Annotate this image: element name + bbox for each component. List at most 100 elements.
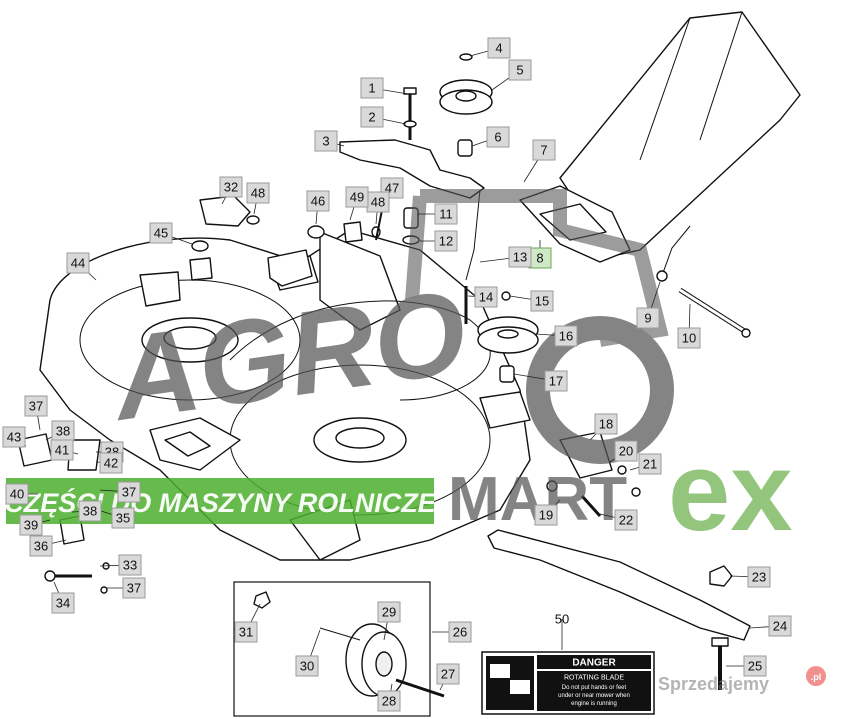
- callout-box: [219, 176, 243, 198]
- callout-number: 49: [350, 190, 364, 205]
- callout-35: 35: [97, 507, 135, 529]
- callout-number: 15: [535, 294, 549, 309]
- callout-box: [24, 395, 48, 417]
- callout-number: 21: [643, 457, 657, 472]
- callout-box: [434, 230, 458, 252]
- callout-30: 30: [295, 629, 321, 677]
- callout-number: 12: [439, 234, 453, 249]
- site-badge-icon: [806, 666, 826, 686]
- banner-text: CZĘŚCI DO MASZYNY ROLNICZE: [4, 487, 437, 518]
- callout-9: 9: [636, 281, 661, 329]
- banner-watermark: CZĘŚCI DO MASZYNY ROLNICZE: [4, 478, 437, 524]
- callout-box: [50, 439, 74, 461]
- callout-26: 26: [432, 621, 472, 643]
- callout-44: 44: [66, 252, 97, 281]
- callout-box: [29, 535, 53, 557]
- callout-25: 25: [726, 655, 767, 677]
- callout-6: 6: [471, 126, 510, 148]
- callout-number: 39: [24, 518, 38, 533]
- callout-number: 25: [748, 659, 762, 674]
- callout-number: 14: [479, 290, 493, 305]
- callout-7: 7: [523, 139, 556, 183]
- callout-13: 13: [479, 246, 532, 268]
- callout-box: [111, 507, 135, 529]
- callout-box: [747, 566, 771, 588]
- callout-number: 35: [116, 511, 130, 526]
- callout-number: 26: [453, 625, 467, 640]
- callout-41: 41: [50, 439, 79, 461]
- callout-box: [554, 325, 578, 347]
- decal-line3: under or near mower when: [558, 693, 630, 699]
- callout-33: 33: [99, 554, 142, 576]
- callout-28: 28: [377, 683, 401, 712]
- callout-48: 48: [246, 182, 270, 215]
- callout-37: 37: [99, 481, 141, 503]
- callout-box: [508, 246, 532, 268]
- callout-box: [532, 139, 556, 161]
- callout-37: 37: [106, 577, 146, 599]
- callout-number: 18: [599, 417, 613, 432]
- callout-number: 23: [752, 570, 766, 585]
- callout-number: 5: [516, 63, 523, 78]
- callout-32: 32: [219, 176, 243, 205]
- decal-line2: Do not put hands or feet: [562, 685, 627, 691]
- callout-number: 3: [322, 134, 329, 149]
- callout-box: [19, 514, 43, 536]
- callout-box: [768, 615, 792, 637]
- callout-48: 48: [366, 191, 390, 225]
- callout-12: 12: [420, 230, 458, 252]
- rod-and-spring: [656, 225, 751, 338]
- callout-box: [638, 453, 662, 475]
- callout-number: 31: [239, 625, 253, 640]
- callout-box: [99, 452, 123, 474]
- callout-19: 19: [534, 499, 561, 526]
- danger-decal: DANGER ROTATING BLADE Do not put hands o…: [481, 651, 655, 715]
- callout-36: 36: [29, 535, 67, 557]
- callout-5: 5: [491, 59, 532, 91]
- callout-number: 45: [154, 226, 168, 241]
- callout-38: 38: [71, 500, 102, 522]
- callout-box: [486, 126, 510, 148]
- callout-box: [345, 186, 369, 208]
- callout-10: 10: [677, 303, 701, 349]
- baffle: [487, 529, 751, 690]
- decal-heading: DANGER: [572, 658, 616, 669]
- callout-number: 38: [56, 424, 70, 439]
- callout-15: 15: [509, 290, 554, 312]
- site-badge: .pl: [811, 672, 822, 682]
- callout-box: [743, 655, 767, 677]
- callout-box: [122, 577, 146, 599]
- callout-number: 40: [10, 487, 24, 502]
- callout-number: 48: [251, 186, 265, 201]
- callout-number: 19: [539, 508, 553, 523]
- callout-23: 23: [729, 566, 771, 588]
- callout-42: 42: [95, 452, 123, 474]
- callout-46: 46: [306, 190, 330, 225]
- callout-box: [118, 554, 142, 576]
- callout-38: 38: [45, 420, 75, 442]
- callout-number: 10: [682, 331, 696, 346]
- callout-number: 50: [555, 612, 569, 627]
- callout-box: [614, 440, 638, 462]
- callout-39: 39: [19, 514, 51, 536]
- callout-2: 2: [360, 106, 407, 128]
- callout-number: 37: [127, 581, 141, 596]
- site-name: Sprzedajemy: [658, 674, 769, 694]
- callout-number: 28: [382, 694, 396, 709]
- callout-box: [360, 77, 384, 99]
- callout-40: 40: [5, 483, 38, 505]
- callout-box: [614, 509, 638, 531]
- callout-number: 42: [104, 456, 118, 471]
- callout-number: 32: [224, 180, 238, 195]
- callout-box: [246, 182, 270, 204]
- callout-box: [360, 106, 384, 128]
- callout-number: 37: [122, 485, 136, 500]
- callout-number: 33: [123, 558, 137, 573]
- gauge-wheel-inset: [233, 581, 445, 717]
- left-hardware: [17, 195, 385, 594]
- callout-number: 6: [494, 130, 501, 145]
- callout-number: 8: [536, 251, 543, 266]
- callout-number: 36: [34, 539, 48, 554]
